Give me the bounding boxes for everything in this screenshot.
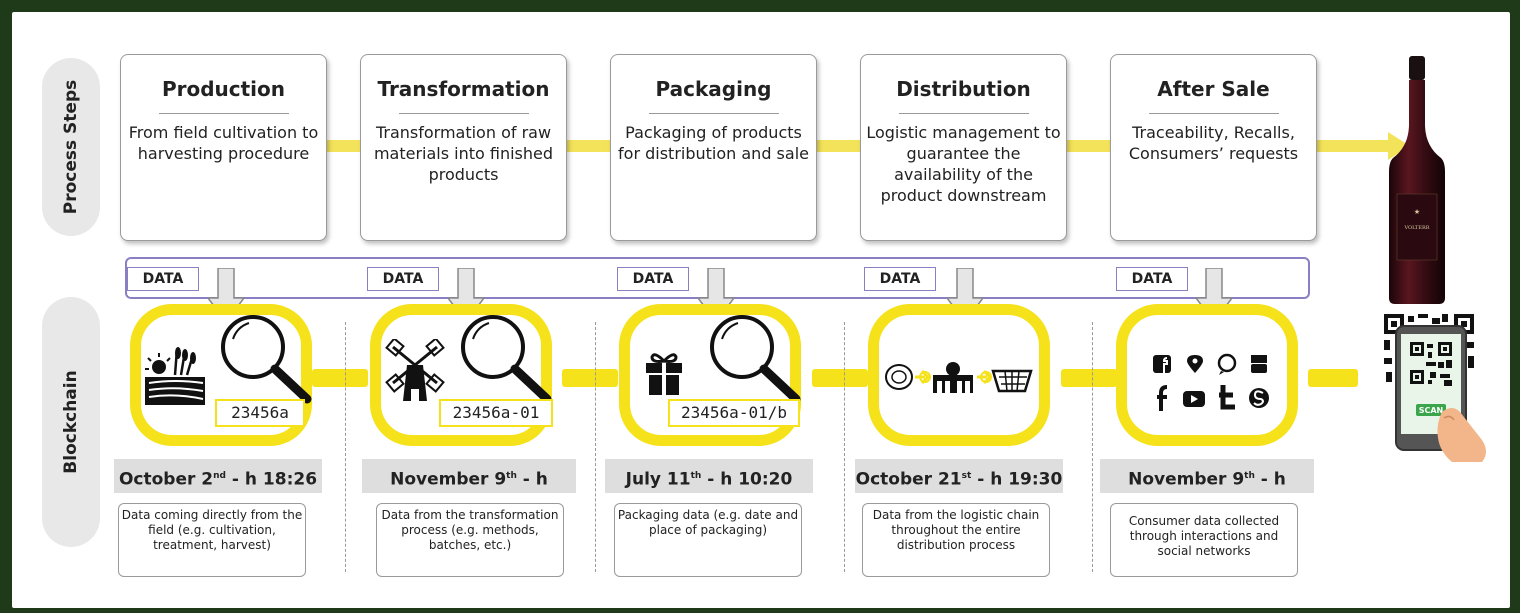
step-packaging: Packaging Packaging of products for dist… xyxy=(610,54,817,241)
block-after-sale xyxy=(1116,304,1298,446)
wine-bottle-icon: ★ VOLTERR xyxy=(1389,56,1445,304)
step-transformation: Transformation Transformation of raw mat… xyxy=(360,54,567,241)
date-main: July 11 xyxy=(625,469,691,490)
phone-scan-icon: SCAN xyxy=(1384,314,1486,462)
divider xyxy=(398,113,529,114)
chain-connector xyxy=(812,369,868,387)
trace-code: 23456a-01/b xyxy=(668,399,800,427)
data-tag: DATA xyxy=(617,267,689,291)
step-description: Traceability, Recalls, Consumers’ reques… xyxy=(1128,123,1299,163)
block-packaging: 23456a-01/b xyxy=(619,304,801,446)
date-main: October 21 xyxy=(855,469,962,490)
data-description: Data from the transformation process (e.… xyxy=(376,503,564,577)
social-networks-icon xyxy=(1153,353,1269,411)
data-tag: DATA xyxy=(367,267,439,291)
logistics-flow-icon xyxy=(885,362,1033,393)
timestamp-bar: July 11th - h 10:20 xyxy=(605,459,813,493)
date-main: November 9 xyxy=(1128,469,1245,490)
infographic-panel: Process Steps Blockchain Production From… xyxy=(12,12,1510,608)
step-distribution: Distribution Logistic management to guar… xyxy=(860,54,1067,241)
data-tag: DATA xyxy=(127,267,199,291)
separator xyxy=(595,322,596,572)
date-suffix: th xyxy=(1244,471,1255,481)
chain-connector xyxy=(1308,369,1358,387)
step-title: After Sale xyxy=(1157,77,1270,101)
step-title: Packaging xyxy=(655,77,772,101)
divider xyxy=(1148,113,1279,114)
separator xyxy=(844,322,845,572)
date-main: November 9 xyxy=(390,469,507,490)
date-suffix: st xyxy=(961,471,972,481)
step-description: Transformation of raw materials into fin… xyxy=(373,123,554,184)
date-time: - h 18:26 xyxy=(226,469,318,490)
date-suffix: th xyxy=(690,471,702,481)
chain-connector xyxy=(562,369,618,387)
divider xyxy=(158,113,289,114)
divider xyxy=(898,113,1029,114)
arrow-right-icon xyxy=(1388,132,1410,160)
gift-icon xyxy=(646,353,682,395)
magnifier-icon xyxy=(221,315,312,404)
timestamp-bar: November 9th - h 16:05 xyxy=(362,459,576,524)
data-description: Data coming directly from the field (e.g… xyxy=(118,503,306,577)
process-steps-pill: Process Steps xyxy=(42,58,100,236)
step-description: From field cultivation to harvesting pro… xyxy=(128,123,319,163)
date-time: - h 19:30 xyxy=(971,469,1063,490)
date-suffix: nd xyxy=(213,471,226,481)
separator xyxy=(345,322,346,572)
timestamp-bar: October 21st - h 19:30 xyxy=(855,459,1063,493)
scan-label: SCAN xyxy=(1419,406,1444,415)
data-description: Consumer data collected through interact… xyxy=(1110,503,1298,577)
bottle-label: VOLTERR xyxy=(1403,225,1429,231)
timestamp-bar: October 2nd - h 18:26 xyxy=(114,459,322,493)
chain-connector xyxy=(1061,369,1117,387)
data-tag: DATA xyxy=(864,267,936,291)
step-description: Logistic management to guarantee the ava… xyxy=(866,123,1061,205)
trace-code: 23456a xyxy=(215,399,305,427)
separator xyxy=(1092,322,1093,572)
step-production: Production From field cultivation to har… xyxy=(120,54,327,241)
step-title: Distribution xyxy=(896,77,1031,101)
magnifier-icon xyxy=(461,315,552,404)
block-transformation: 23456a-01 xyxy=(370,304,553,446)
magnifier-icon xyxy=(710,315,801,404)
step-title: Production xyxy=(161,77,286,101)
data-description: Data from the logistic chain throughout … xyxy=(862,503,1050,577)
data-description: Packaging data (e.g. date and place of p… xyxy=(614,503,802,577)
timestamp-bar: November 9th - h 22:30 xyxy=(1100,459,1314,524)
block-distribution xyxy=(868,304,1050,446)
step-after-sale: After Sale Traceability, Recalls, Consum… xyxy=(1110,54,1317,241)
trace-code: 23456a-01 xyxy=(439,399,553,427)
step-description: Packaging of products for distribution a… xyxy=(618,123,809,163)
block-production: 23456a xyxy=(130,304,312,446)
date-time: - h 10:20 xyxy=(701,469,793,490)
windmill-icon xyxy=(385,339,445,401)
date-main: October 2 xyxy=(118,469,214,490)
svg-text:★: ★ xyxy=(1414,208,1420,216)
chain-connector xyxy=(312,369,368,387)
data-tag: DATA xyxy=(1116,267,1188,291)
field-harvest-icon xyxy=(145,347,205,405)
blockchain-label: Blockchain xyxy=(61,370,81,474)
process-steps-label: Process Steps xyxy=(61,79,81,215)
blockchain-pill: Blockchain xyxy=(42,297,100,547)
step-title: Transformation xyxy=(377,77,550,101)
divider xyxy=(648,113,779,114)
date-suffix: th xyxy=(506,471,517,481)
